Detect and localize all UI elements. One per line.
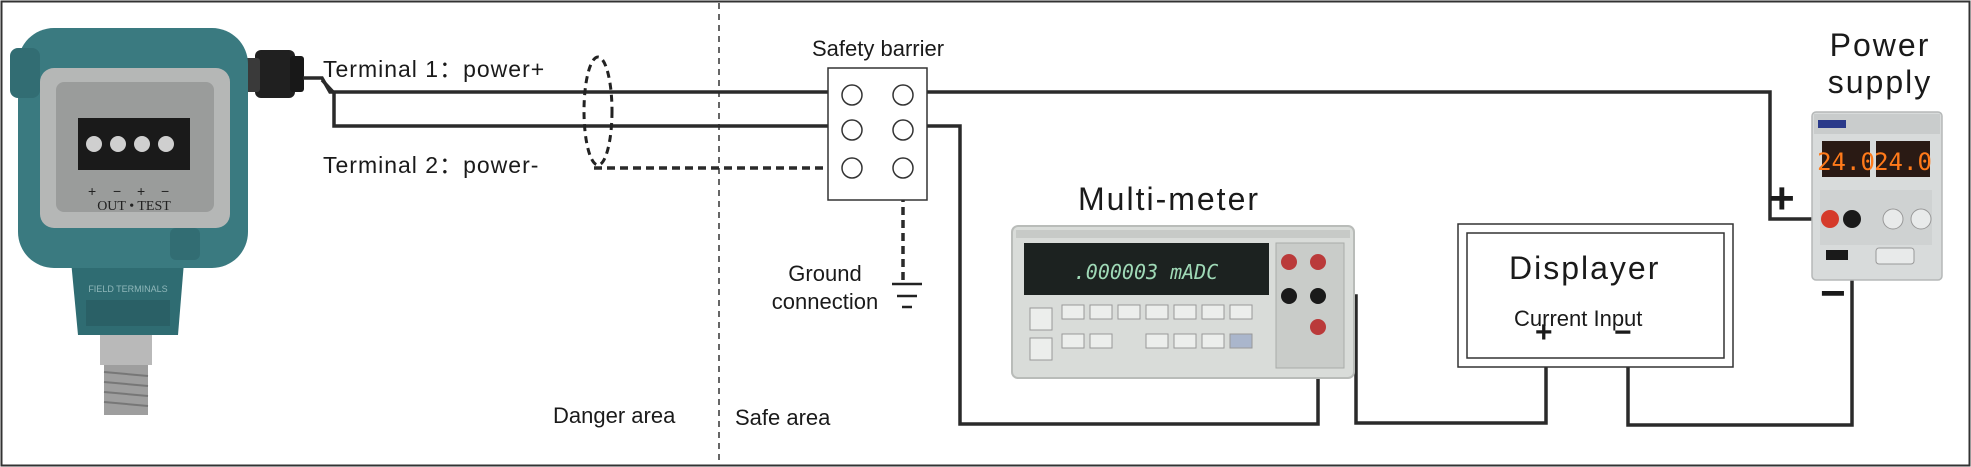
ground-connection-label-line2: connection xyxy=(771,289,879,314)
wire-barrier-to-psu-plus xyxy=(903,90,1830,221)
safety-barrier xyxy=(827,67,928,201)
safety-barrier-label: Safety barrier xyxy=(812,36,945,61)
power-supply-plus-sign: + xyxy=(1769,174,1795,223)
displayer-plus-sign: + xyxy=(1535,316,1553,349)
psu-reading-right: 24.0 xyxy=(1874,148,1932,176)
psu-display-left xyxy=(1822,141,1870,177)
transmitter-plus-marking-1: + xyxy=(88,183,96,199)
psu-display-right xyxy=(1876,141,1930,177)
danger-area-label: Danger area xyxy=(553,403,676,428)
current-input-label: Current Input xyxy=(1514,306,1643,331)
transmitter-minus-marking-2: − xyxy=(161,183,169,199)
power-supply-label-line1: Power xyxy=(1829,27,1931,63)
safe-area-label: Safe area xyxy=(735,405,831,430)
transmitter-terminal-label: OUT • TEST xyxy=(97,199,171,214)
power-supply-label-line2: supply xyxy=(1827,64,1933,100)
terminal-2-label: Terminal 2：power- xyxy=(323,152,540,178)
multimeter-label: Multi-meter xyxy=(1078,181,1261,217)
wire-displayer-to-psu-minus xyxy=(1626,222,1854,427)
terminal-1-label: Terminal 1：power+ xyxy=(323,56,546,82)
ground-connection-label-line1: Ground xyxy=(788,261,862,286)
power-supply-minus-sign: − xyxy=(1820,269,1846,318)
multimeter xyxy=(1011,225,1355,379)
displayer-minus-sign: − xyxy=(1614,316,1632,349)
transmitter-minus-marking-1: − xyxy=(113,183,121,199)
ground-symbol xyxy=(892,282,922,309)
displayer xyxy=(1457,223,1734,368)
wire-barrier-to-multimeter xyxy=(903,124,1320,426)
multimeter-reading: .000003 mADC xyxy=(1074,260,1219,284)
cable-shield-ellipse xyxy=(582,55,614,167)
transmitter-plus-marking-2: + xyxy=(137,183,145,199)
pressure-transmitter xyxy=(10,28,304,415)
wires xyxy=(303,76,1854,427)
transmitter-body-text: FIELD TERMINALS xyxy=(88,284,167,294)
wire-power-minus-field xyxy=(320,78,850,128)
displayer-label: Displayer xyxy=(1509,250,1661,286)
psu-reading-left: 24.0 xyxy=(1817,148,1875,176)
power-supply xyxy=(1811,111,1943,281)
multimeter-display-panel xyxy=(1024,243,1269,295)
